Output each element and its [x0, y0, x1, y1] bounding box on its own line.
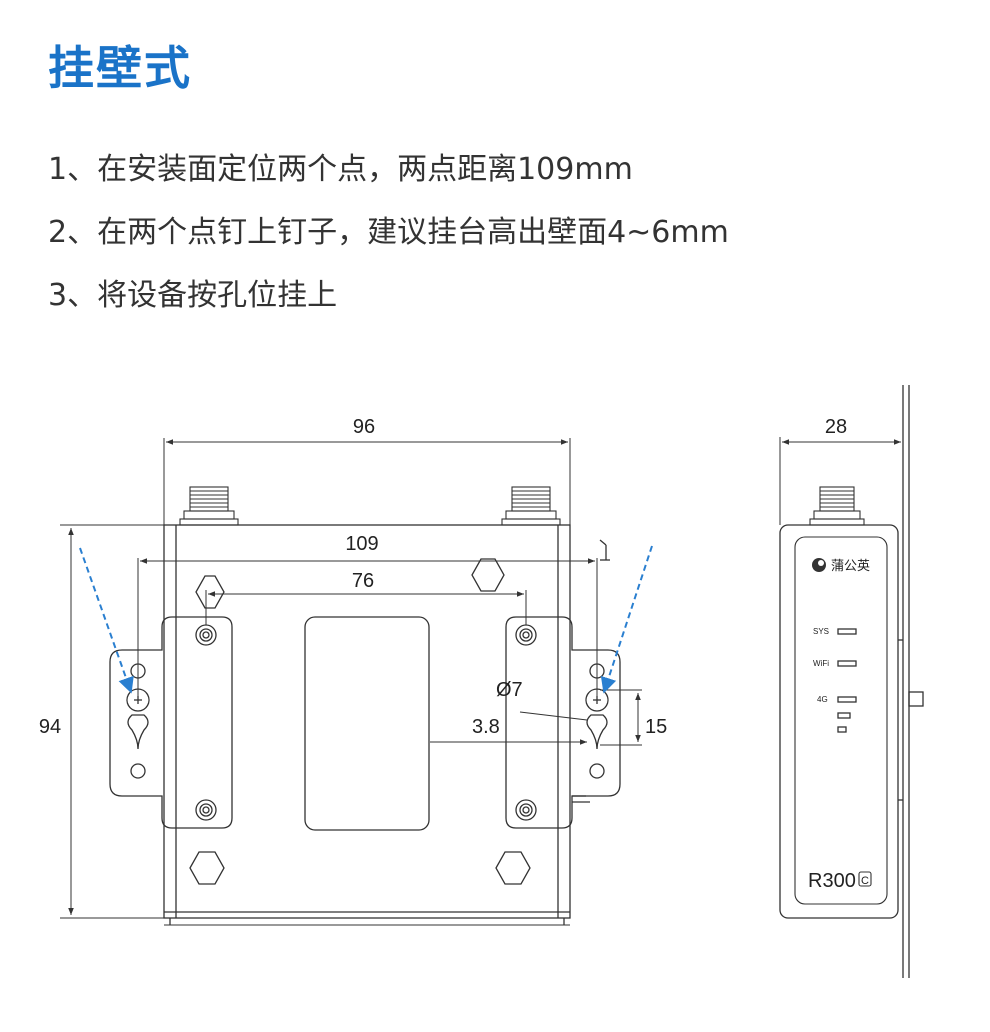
dim-76: 76 — [352, 570, 374, 592]
antenna-connector-right — [501, 486, 561, 526]
side-antenna-connector — [809, 486, 865, 526]
dim-3-8: 3.8 — [472, 716, 500, 738]
instruction-list: 1、在安装面定位两个点，两点距离109mm 2、在两个点钉上钉子，建议挂台高出壁… — [48, 150, 729, 339]
hex-nut — [471, 558, 505, 592]
hex-nut — [195, 575, 225, 609]
dim-hole-diameter: Ø7 — [496, 679, 523, 701]
brand-name: 蒲公英 — [831, 558, 870, 573]
led-label-wifi: WiFi — [813, 659, 829, 668]
dim-15: 15 — [645, 716, 667, 738]
screw — [195, 799, 217, 821]
screw — [195, 624, 217, 646]
dim-94: 94 — [39, 716, 61, 738]
model-badge: C — [861, 875, 869, 887]
screw — [515, 799, 537, 821]
led-label-4g: 4G — [817, 695, 828, 704]
side-view — [779, 385, 924, 978]
device-body — [163, 524, 571, 919]
bracket-left — [109, 616, 233, 829]
dim-96: 96 — [353, 416, 375, 438]
step-1: 1、在安装面定位两个点，两点距离109mm — [48, 152, 633, 187]
dim-28: 28 — [825, 416, 847, 438]
mount-arrow-right — [600, 545, 653, 694]
step-3: 3、将设备按孔位挂上 — [48, 278, 338, 313]
mount-arrow-left — [79, 547, 134, 694]
led-label-sys: SYS — [813, 627, 829, 636]
model-name: R300 — [808, 870, 856, 892]
step-2: 2、在两个点钉上钉子，建议挂台高出壁面4~6mm — [48, 215, 729, 250]
label-plate — [304, 616, 430, 831]
front-view — [60, 438, 642, 926]
hex-nut — [189, 851, 225, 885]
led-sys — [837, 628, 857, 635]
dim-109: 109 — [345, 533, 378, 555]
bracket-right — [505, 616, 621, 829]
led-wifi — [837, 660, 857, 667]
screw — [515, 624, 537, 646]
hex-nut — [495, 851, 531, 885]
side-device-body — [779, 524, 899, 919]
led-4g — [837, 696, 857, 703]
page-title: 挂壁式 — [48, 41, 192, 95]
antenna-connector-left — [179, 486, 239, 526]
